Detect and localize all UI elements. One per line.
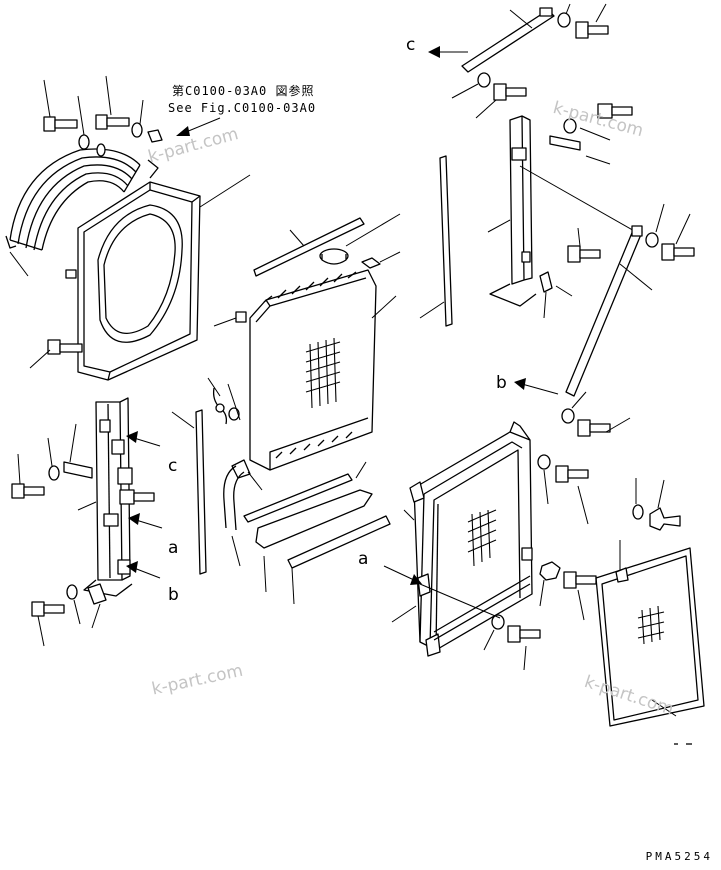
callout-b-left: b <box>168 585 179 605</box>
callout-c-left: c <box>168 456 178 476</box>
callout-b-right: b <box>496 373 507 393</box>
guard-screen <box>595 478 705 745</box>
left-support-bracket <box>77 397 133 605</box>
upper-stay-rod <box>451 3 609 119</box>
bolt-set-upper-left <box>9 75 251 277</box>
lower-stay-rod <box>519 165 695 437</box>
bottom-seals <box>243 461 391 605</box>
callout-a-right: a <box>358 549 369 569</box>
radiator-core <box>213 269 397 479</box>
fan-shroud <box>65 181 201 381</box>
drawing-code: PMA5254 <box>645 850 713 863</box>
right-support-bracket <box>487 103 633 319</box>
reference-note-japanese: 第C0100-03A0 図参照 <box>172 84 315 98</box>
bolt-mid-left <box>29 339 83 369</box>
bolts-left-bracket <box>11 423 155 647</box>
vertical-strip <box>419 155 453 327</box>
reference-note-english: See Fig.C0100-03A0 <box>168 101 317 115</box>
callout-a-left: a <box>168 538 179 558</box>
callout-c-upper: c <box>406 35 416 55</box>
seal-and-hose <box>171 377 263 575</box>
radiator-guard-frame <box>391 421 533 657</box>
radiator-top-parts <box>253 213 401 277</box>
fan-guard <box>5 148 159 251</box>
reference-arrows <box>126 46 559 619</box>
frame-bolts <box>483 454 597 671</box>
